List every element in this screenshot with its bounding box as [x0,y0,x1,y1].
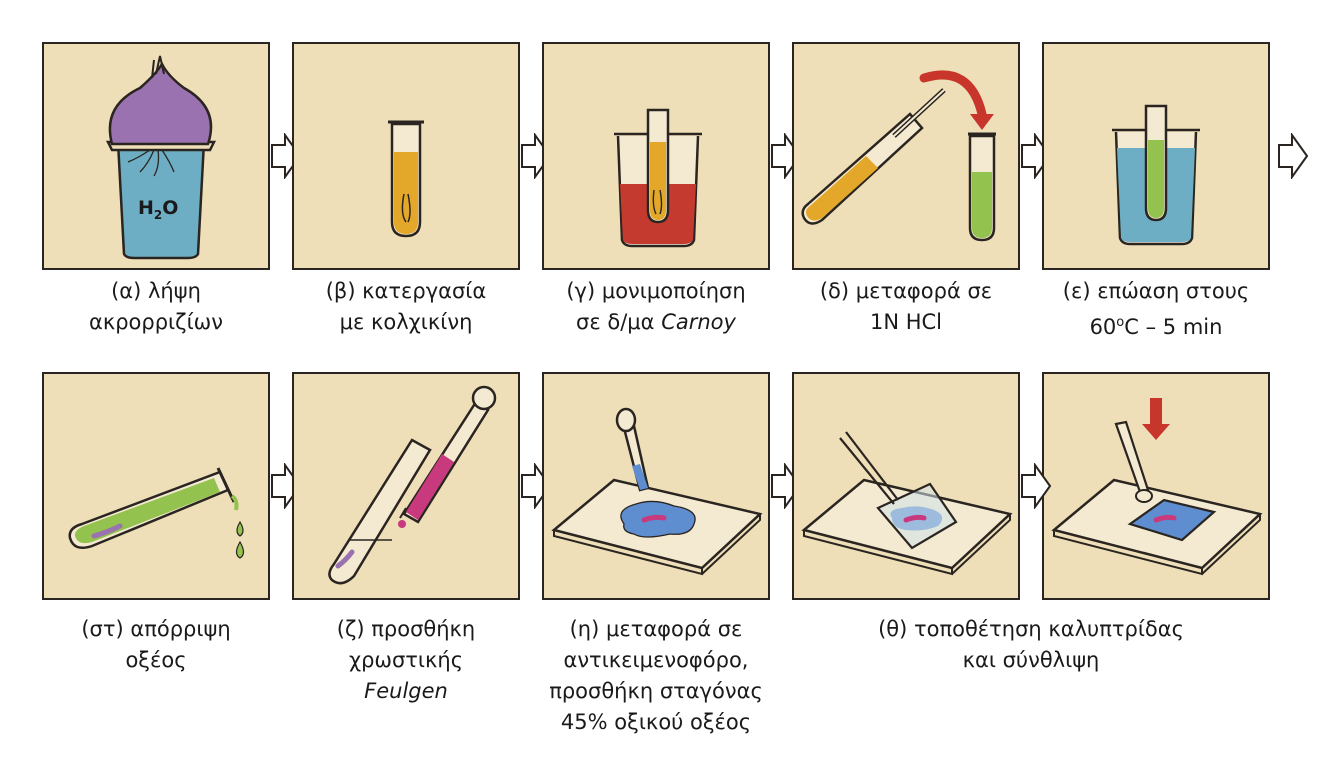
panel-z [292,372,520,600]
panel-st [42,372,270,600]
beaker-label: H2O [138,197,178,222]
coverslip-lowering-icon [801,431,1013,576]
arrow-right-icon [1021,463,1051,509]
arrow-right-icon [1278,133,1308,179]
caption-e: (ε) επώαση στους 60oC – 5 min [1062,279,1250,339]
panel-e [1042,42,1270,270]
test-tube-orange-icon [388,120,424,238]
panel-d [792,42,1020,270]
pouring-tube-icon [68,467,245,559]
pipette-transfer-icon [801,70,996,242]
dropper-in-tube-icon [328,385,497,585]
coverslip-pressing-icon [1051,398,1263,576]
panel-h [542,372,770,600]
panel-c [542,42,770,270]
panel-th2 [1042,372,1270,600]
slide-with-drop-icon [551,407,763,576]
tube-in-water-bath-icon [1112,104,1200,246]
tube-in-red-beaker-icon [614,108,702,248]
panel-a: H2O [42,42,270,270]
panel-b [292,42,520,270]
onion-in-beaker-icon: H2O [105,55,217,260]
panel-th1 [792,372,1020,600]
caption-c: (γ) μονιμοποίηση σε δ/μα Carnoy [566,279,746,334]
